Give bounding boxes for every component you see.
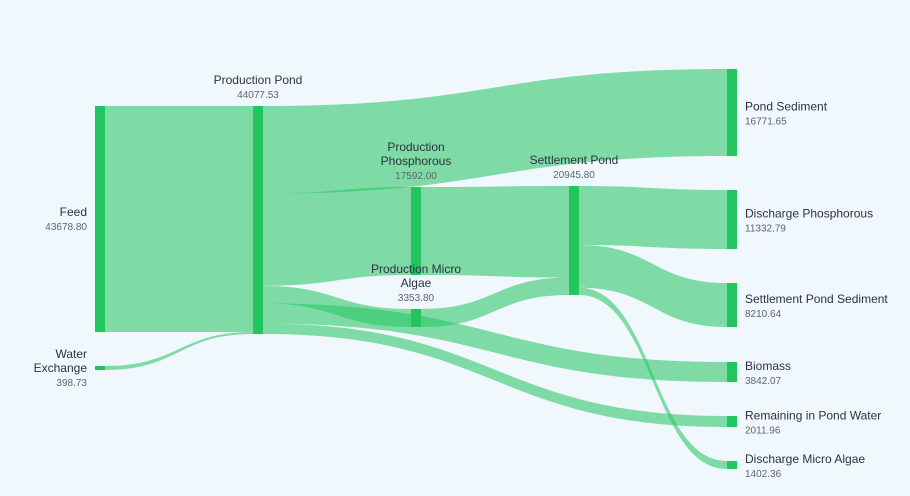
sankey-link-prodpond-to-pondsed[interactable] — [263, 69, 727, 194]
sankey-link-settle-to-dischalgae[interactable] — [579, 287, 727, 469]
sankey-node-label-dischphos: Discharge Phosphorous 11332.79 — [745, 207, 873, 235]
sankey-node-label-prodpond: Production Pond 44077.53 — [214, 73, 303, 101]
sankey-node-label-feed: Feed 43678.80 — [45, 205, 87, 233]
sankey-node-prodpond[interactable] — [253, 106, 263, 334]
node-name: Discharge Phosphorous — [745, 207, 873, 221]
node-name: Settlement Pond Sediment — [745, 292, 888, 306]
node-value: 3842.07 — [745, 376, 782, 387]
sankey-link-settle-to-settlesed[interactable] — [579, 244, 727, 327]
node-value: 20945.80 — [553, 170, 595, 181]
node-value: 11332.79 — [745, 224, 786, 235]
sankey-node-pondsed[interactable] — [727, 69, 737, 156]
node-name: Remaining in Pond Water — [745, 409, 881, 423]
sankey-links — [105, 69, 727, 469]
sankey-link-prodalgae-to-settle[interactable] — [421, 277, 569, 327]
sankey-node-remaining[interactable] — [727, 416, 737, 427]
sankey-link-prodpond-to-prodphos[interactable] — [263, 187, 411, 286]
node-name: Biomass — [745, 359, 791, 373]
sankey-link-feed-to-prodpond[interactable] — [105, 106, 253, 332]
node-value: 43678.80 — [45, 222, 87, 233]
sankey-link-prodphos-to-settle[interactable] — [421, 186, 569, 278]
sankey-node-water[interactable] — [95, 366, 105, 370]
sankey-node-label-remaining: Remaining in Pond Water 2011.96 — [745, 409, 881, 437]
node-value: 3353.80 — [398, 293, 435, 304]
sankey-node-label-settle: Settlement Pond 20945.80 — [530, 153, 619, 181]
node-value: 2011.96 — [745, 426, 781, 437]
node-value: 398.73 — [56, 378, 87, 389]
node-name: Settlement Pond — [530, 153, 619, 167]
sankey-node-settle[interactable] — [569, 186, 579, 295]
node-value: 44077.53 — [237, 90, 279, 101]
sankey-node-label-biomass: Biomass 3842.07 — [745, 359, 791, 387]
sankey-node-feed[interactable] — [95, 106, 105, 332]
node-name: Discharge Micro Algae — [745, 452, 865, 466]
sankey-node-settlesed[interactable] — [727, 283, 737, 327]
sankey-link-water-to-prodpond[interactable] — [105, 331, 253, 370]
sankey-link-prodpond-to-remaining[interactable] — [263, 323, 727, 427]
sankey-node-dischalgae[interactable] — [727, 461, 737, 469]
node-value: 17592.00 — [395, 171, 437, 182]
node-value: 16771.65 — [745, 117, 787, 128]
sankey-node-biomass[interactable] — [727, 362, 737, 382]
sankey-link-settle-to-dischphos[interactable] — [579, 186, 727, 249]
node-value: 8210.64 — [745, 309, 782, 320]
sankey-node-prodalgae[interactable] — [411, 309, 421, 327]
node-name: Production Pond — [214, 73, 303, 87]
sankey-node-label-pondsed: Pond Sediment 16771.65 — [745, 100, 828, 128]
node-name: Pond Sediment — [745, 100, 828, 114]
sankey-node-prodphos[interactable] — [411, 187, 421, 275]
sankey-node-dischphos[interactable] — [727, 190, 737, 249]
sankey-nodes — [95, 69, 737, 469]
node-name: Feed — [60, 205, 87, 219]
sankey-node-label-dischalgae: Discharge Micro Algae 1402.36 — [745, 452, 865, 480]
sankey-node-label-settlesed: Settlement Pond Sediment 8210.64 — [745, 292, 888, 320]
node-value: 1402.36 — [745, 469, 782, 480]
sankey-link-prodpond-to-biomass[interactable] — [263, 303, 727, 382]
